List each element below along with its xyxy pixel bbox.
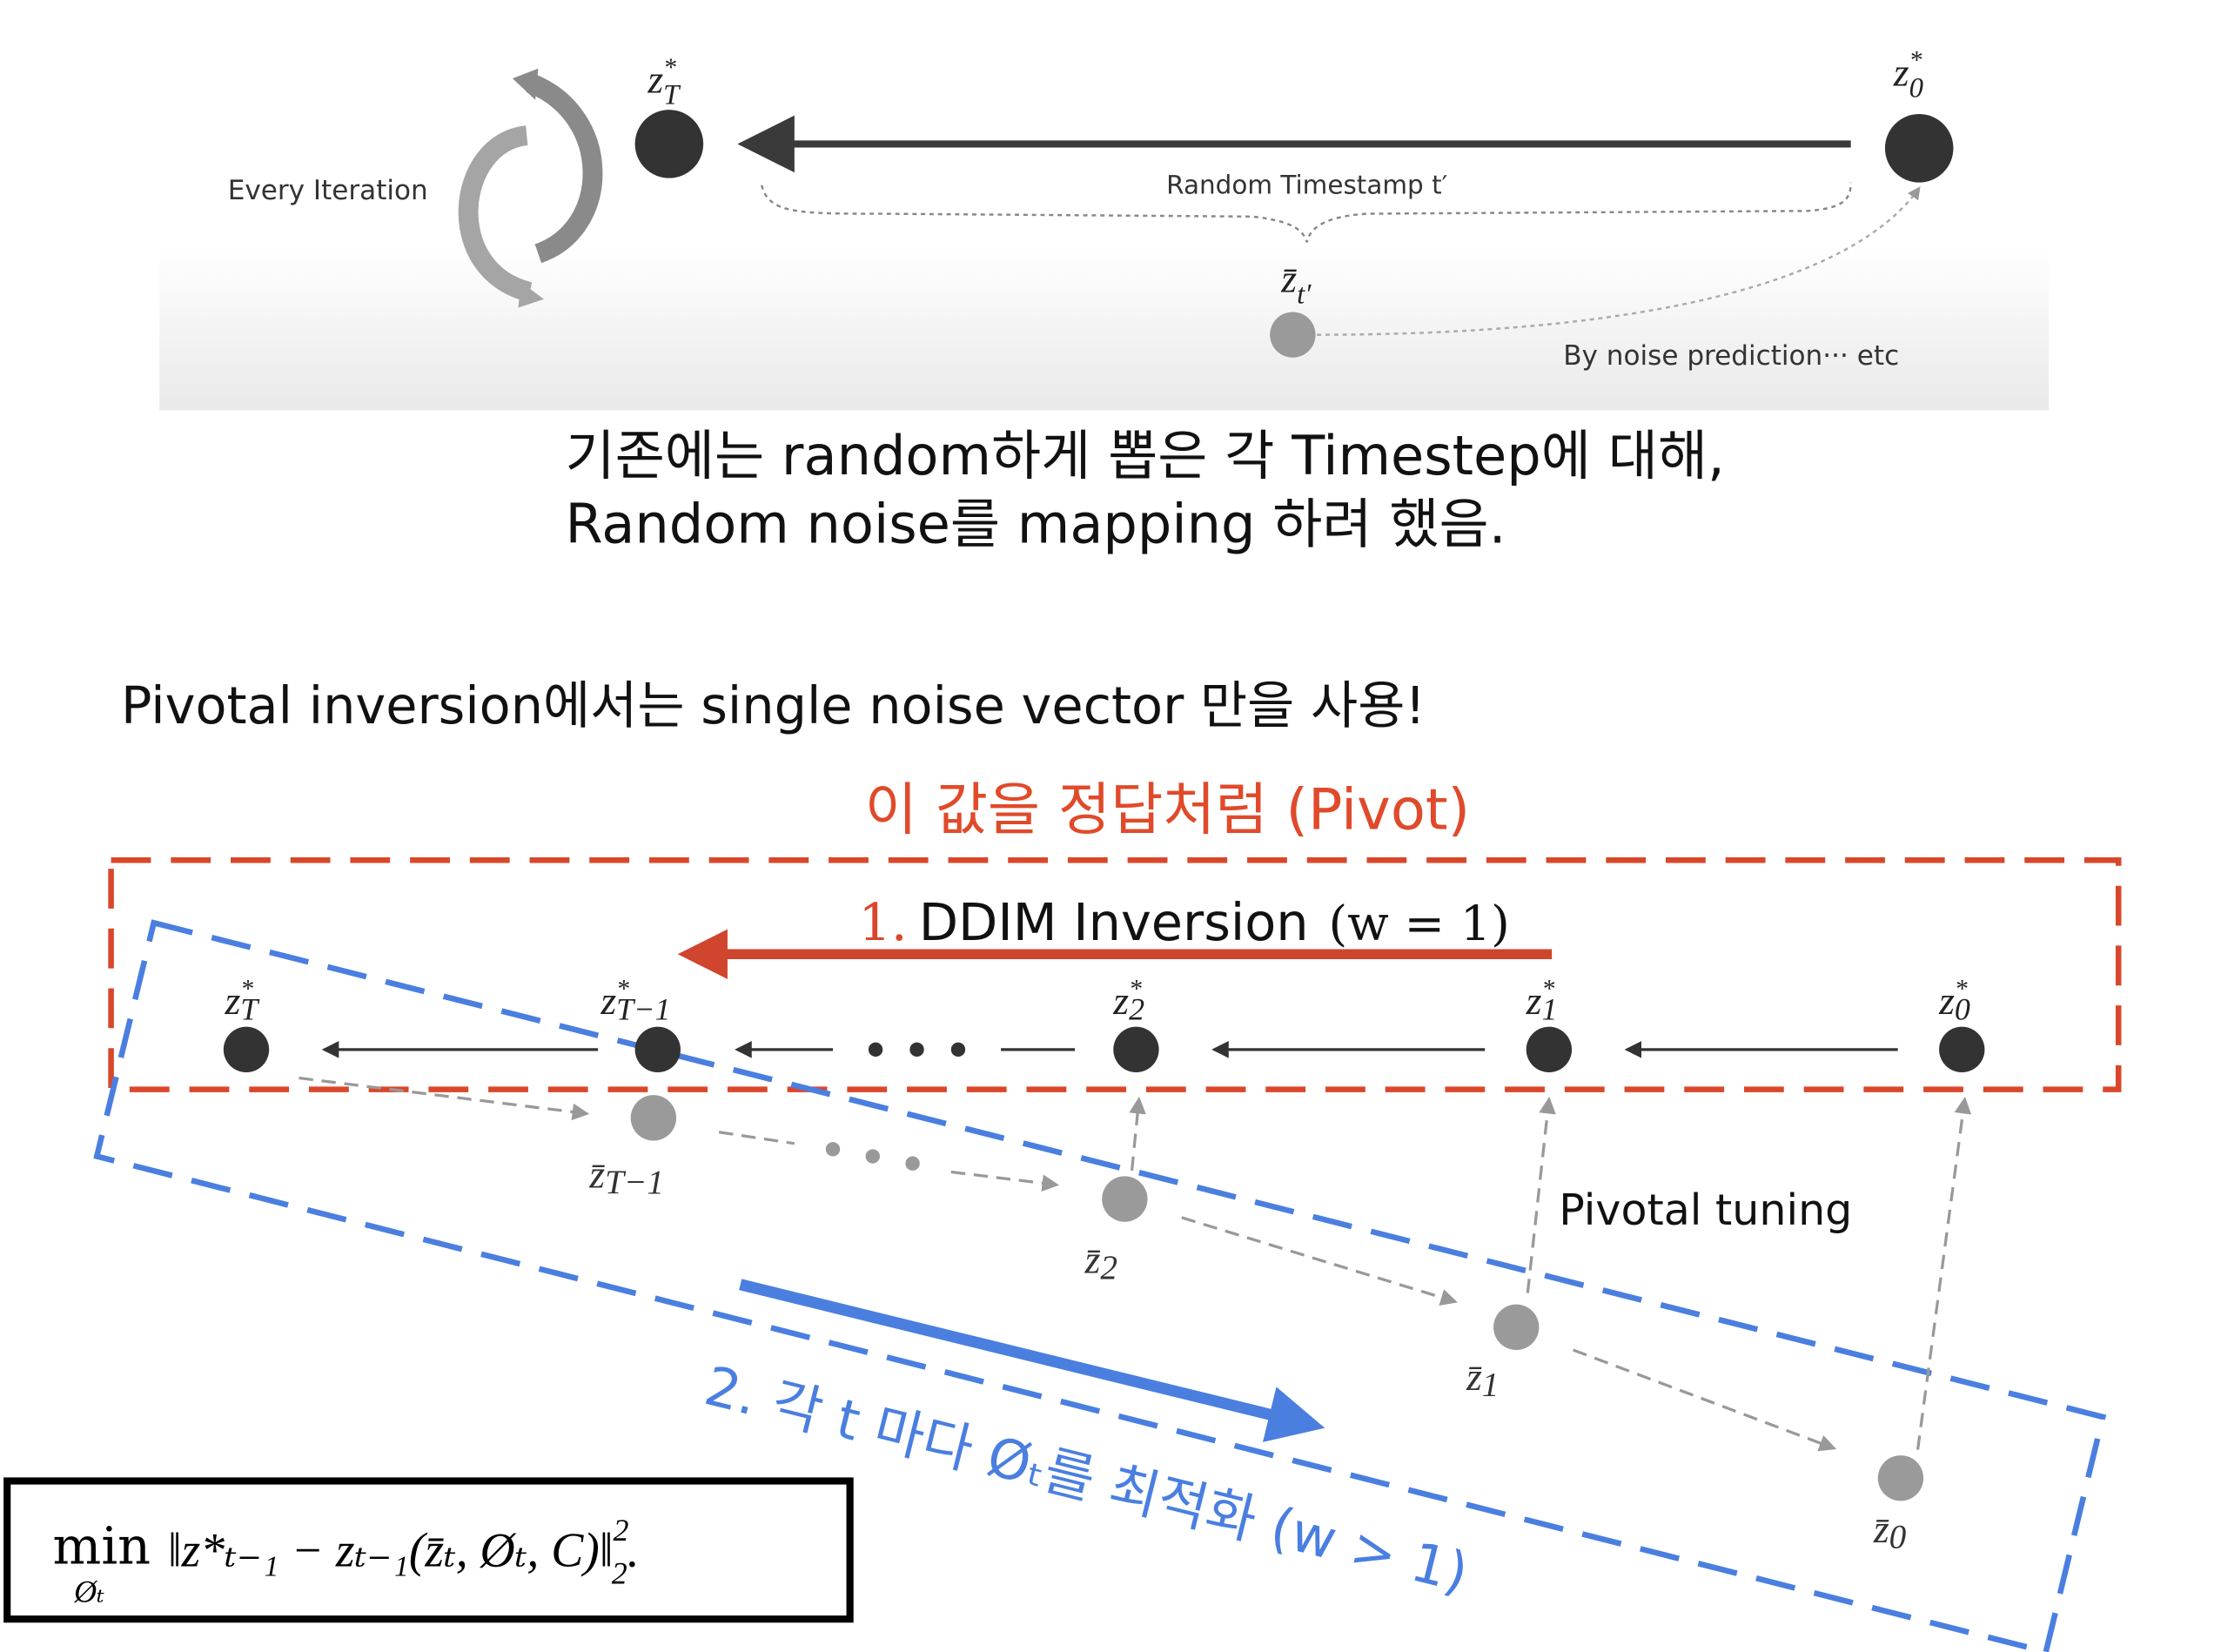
node-label-z1-star: z*1 bbox=[1526, 975, 1558, 1026]
zT-star-label: z*T bbox=[647, 54, 681, 111]
top-row: z*T z*T−1 z*2 z*1 z*0 bbox=[223, 975, 1985, 1073]
cycle-arrows-icon bbox=[458, 68, 603, 308]
noise-prediction-label: By noise prediction··· etc bbox=[1563, 340, 1899, 372]
dashed-line bbox=[718, 1131, 795, 1145]
formula-min: min bbox=[53, 1515, 151, 1575]
node-label-zbar-2: z̄2 bbox=[1084, 1238, 1117, 1287]
ddim-inversion-label: 1.DDIM Inversion(w = 1) bbox=[858, 892, 1509, 952]
dashed-arrow bbox=[299, 1076, 590, 1121]
formula-min-sub: Øₜ bbox=[73, 1575, 104, 1609]
node-zT-star bbox=[223, 1026, 270, 1073]
z0-star-node bbox=[1884, 114, 1954, 183]
ellipsis-dot bbox=[909, 1042, 924, 1058]
optimization-arrow bbox=[739, 1279, 1325, 1442]
node-label-zT-star: z*T bbox=[224, 975, 260, 1026]
zbar-t-prime-node bbox=[1270, 312, 1316, 358]
dashed-arrow-up bbox=[1526, 1096, 1556, 1293]
noise-prediction-arrow bbox=[1317, 186, 1921, 336]
top-panel: Every Iteration z*T z*0 Random Timestamp… bbox=[159, 0, 2050, 411]
ellipsis-dot bbox=[865, 1149, 880, 1164]
pivotal-tuning-label: Pivotal tuning bbox=[1559, 1185, 1852, 1235]
node-zbar-2 bbox=[1102, 1176, 1148, 1222]
ellipsis-dot bbox=[868, 1042, 883, 1058]
ellipsis-dot bbox=[825, 1142, 841, 1157]
node-zbar-T-1 bbox=[630, 1095, 677, 1141]
bottom-row: z̄T−1 z̄2 z̄1 z̄0 bbox=[299, 1076, 1972, 1556]
dashed-arrow bbox=[950, 1170, 1060, 1192]
dashed-arrow bbox=[1573, 1348, 1837, 1452]
pivotal-tuning-box bbox=[93, 919, 2107, 1652]
caption-line-1: 기존에는 random하게 뽑은 각 Timestep에 대해, bbox=[565, 424, 1724, 487]
ellipsis-dot bbox=[950, 1042, 966, 1058]
node-z0-star bbox=[1939, 1026, 1985, 1073]
z0-star-label: z*0 bbox=[1893, 47, 1923, 104]
pivot-label: 이 값을 정답처럼 (Pivot) bbox=[865, 776, 1470, 843]
pivotal-inversion-note: Pivotal inversion에서는 single noise vector… bbox=[121, 675, 1426, 735]
zT-star-node bbox=[634, 110, 704, 178]
node-z2-star bbox=[1113, 1026, 1159, 1073]
node-zbar-1 bbox=[1493, 1304, 1540, 1351]
node-label-z2-star: z*2 bbox=[1112, 975, 1144, 1026]
node-zT-1-star bbox=[634, 1026, 681, 1073]
caption-line-2: Random noise를 mapping 하려 했음. bbox=[565, 492, 1506, 555]
node-label-zbar-T-1: z̄T−1 bbox=[588, 1152, 664, 1202]
node-label-zbar-1: z̄1 bbox=[1466, 1354, 1499, 1404]
random-timestamp-label: Random Timestamp t′ bbox=[1166, 171, 1447, 200]
every-iteration-label: Every Iteration bbox=[228, 175, 428, 206]
node-label-zbar-0: z̄0 bbox=[1873, 1507, 1907, 1556]
timestep-brace bbox=[761, 182, 1852, 243]
dashed-arrow bbox=[1181, 1216, 1459, 1306]
node-zbar-0 bbox=[1877, 1455, 1924, 1501]
node-label-zT-1-star: z*T−1 bbox=[600, 975, 670, 1026]
dashed-arrow-up bbox=[1916, 1096, 1972, 1450]
node-label-z0-star: z*0 bbox=[1938, 975, 1970, 1026]
ellipsis-dot bbox=[905, 1156, 920, 1171]
formula-box bbox=[3, 1477, 854, 1623]
dashed-arrow-up bbox=[1129, 1096, 1146, 1172]
zbar-t-prime-label: z̄t′ bbox=[1280, 257, 1312, 311]
pivot-box bbox=[108, 856, 2122, 1092]
node-z1-star bbox=[1526, 1026, 1573, 1073]
